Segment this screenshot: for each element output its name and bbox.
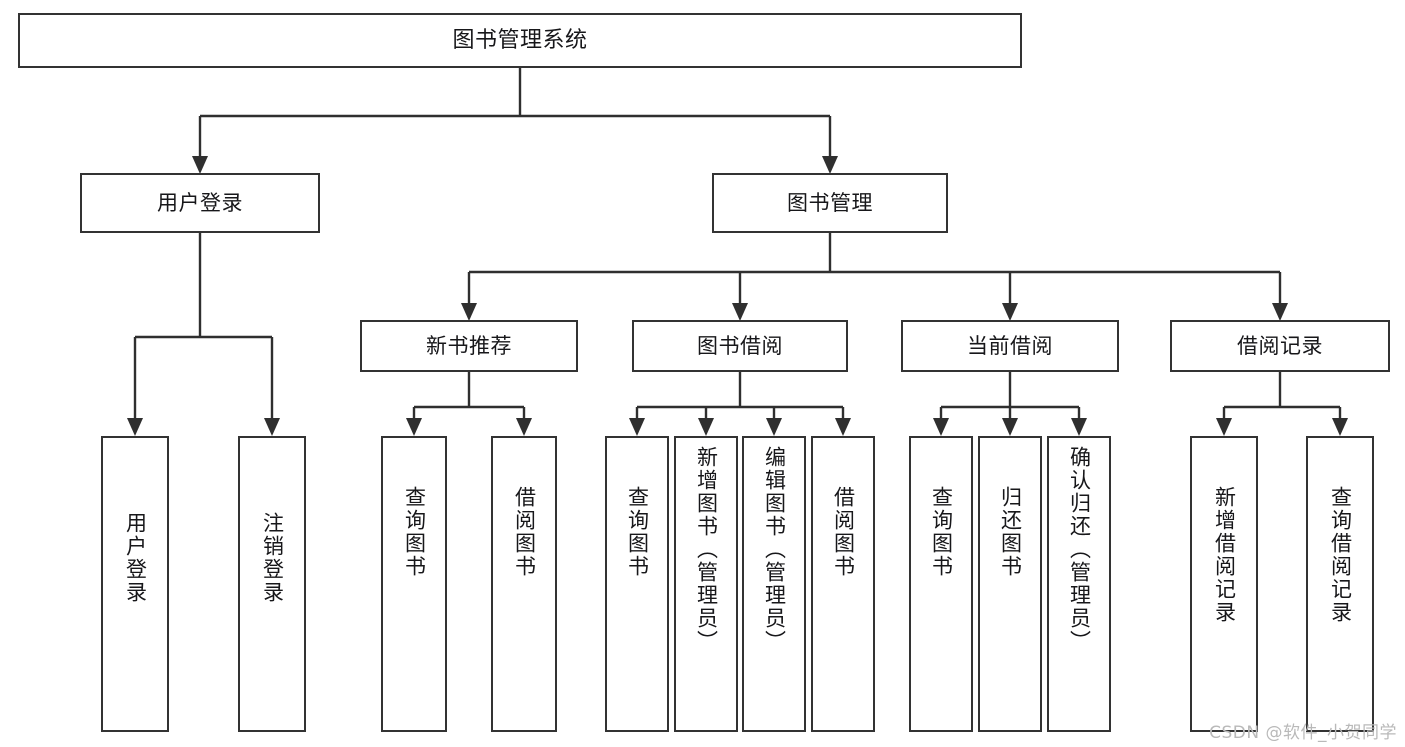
arrow-leaf-user-login-1 [127, 418, 143, 436]
node-borrow-record-label: 借阅记录 [1237, 333, 1323, 358]
node-book-management-label: 图书管理 [787, 190, 873, 215]
leaf-record-add-record[interactable]: 新增借阅记录 [1190, 436, 1258, 732]
arrow-user-login [192, 156, 208, 174]
arrow-leaf-current-2 [1002, 418, 1018, 436]
arrow-lvl2-4 [1272, 303, 1288, 321]
node-book-borrow[interactable]: 图书借阅 [632, 320, 848, 372]
leaf-label: 归还图书 [998, 486, 1023, 578]
arrow-leaf-borrow-4 [835, 418, 851, 436]
leaf-label: 借阅图书 [831, 486, 856, 578]
node-root-label: 图书管理系统 [452, 27, 588, 53]
node-current-borrow-label: 当前借阅 [967, 333, 1053, 358]
leaf-current-confirm-return-admin[interactable]: 确认归还（管理员） [1047, 436, 1111, 732]
leaf-label: 新增图书（管理员） [694, 446, 719, 653]
node-new-book-recommend-label: 新书推荐 [426, 333, 512, 358]
node-book-borrow-label: 图书借阅 [697, 333, 783, 358]
leaf-borrow-borrow-book[interactable]: 借阅图书 [811, 436, 875, 732]
node-current-borrow[interactable]: 当前借阅 [901, 320, 1119, 372]
arrow-leaf-user-login-2 [264, 418, 280, 436]
arrow-leaf-borrow-3 [766, 418, 782, 436]
node-user-login-label: 用户登录 [157, 190, 243, 215]
arrow-leaf-record-1 [1216, 418, 1232, 436]
leaf-user-login-login[interactable]: 用户登录 [101, 436, 169, 732]
leaf-label: 编辑图书（管理员） [762, 446, 787, 653]
node-borrow-record[interactable]: 借阅记录 [1170, 320, 1390, 372]
leaf-new-book-borrow-book[interactable]: 借阅图书 [491, 436, 557, 732]
node-new-book-recommend[interactable]: 新书推荐 [360, 320, 578, 372]
arrow-leaf-current-3 [1071, 418, 1087, 436]
leaf-label: 借阅图书 [512, 486, 537, 578]
arrow-leaf-newbook-2 [516, 418, 532, 436]
leaf-current-return-book[interactable]: 归还图书 [978, 436, 1042, 732]
leaf-user-login-logout[interactable]: 注销登录 [238, 436, 306, 732]
leaf-label: 用户登录 [123, 512, 148, 604]
arrow-lvl2-2 [732, 303, 748, 321]
node-user-login[interactable]: 用户登录 [80, 173, 320, 233]
leaf-label: 注销登录 [260, 512, 285, 604]
watermark: CSDN @软件_小贺同学 [1209, 723, 1397, 743]
leaf-current-query-book[interactable]: 查询图书 [909, 436, 973, 732]
node-root-book-management-system[interactable]: 图书管理系统 [18, 13, 1022, 68]
leaf-label: 查询图书 [929, 486, 954, 578]
leaf-new-book-query-book[interactable]: 查询图书 [381, 436, 447, 732]
node-book-management[interactable]: 图书管理 [712, 173, 948, 233]
leaf-borrow-add-book-admin[interactable]: 新增图书（管理员） [674, 436, 738, 732]
arrow-leaf-current-1 [933, 418, 949, 436]
leaf-label: 查询借阅记录 [1328, 486, 1353, 624]
leaf-label: 新增借阅记录 [1212, 486, 1237, 624]
arrow-leaf-borrow-1 [629, 418, 645, 436]
arrow-lvl2-3 [1002, 303, 1018, 321]
leaf-record-query-record[interactable]: 查询借阅记录 [1306, 436, 1374, 732]
arrow-leaf-newbook-1 [406, 418, 422, 436]
arrow-book-manage [822, 156, 838, 174]
arrow-leaf-record-2 [1332, 418, 1348, 436]
leaf-borrow-query-book[interactable]: 查询图书 [605, 436, 669, 732]
leaf-label: 查询图书 [625, 486, 650, 578]
arrow-leaf-borrow-2 [698, 418, 714, 436]
arrow-lvl2-1 [461, 303, 477, 321]
leaf-label: 确认归还（管理员） [1067, 446, 1092, 653]
leaf-borrow-edit-book-admin[interactable]: 编辑图书（管理员） [742, 436, 806, 732]
leaf-label: 查询图书 [402, 486, 427, 578]
